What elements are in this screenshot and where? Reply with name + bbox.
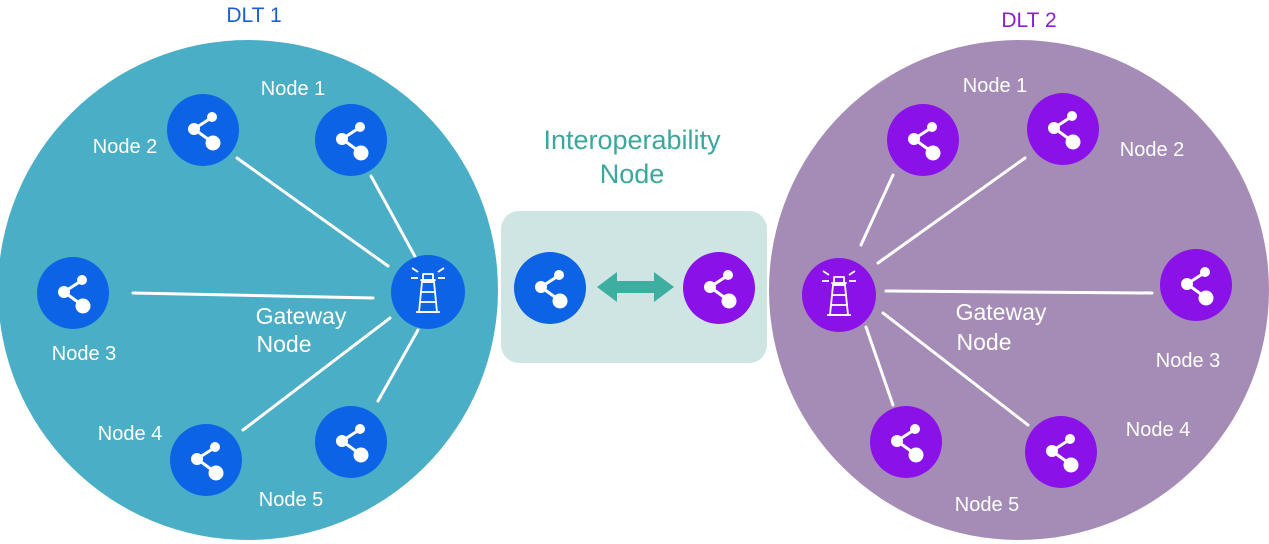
- dlt1-edge-node1: [369, 174, 420, 264]
- double-arrow-icon: [597, 272, 674, 302]
- dlt1-edge-node5: [376, 328, 420, 403]
- dlt2-node-4-label: Node 4: [1126, 419, 1191, 441]
- dlt2-gateway-node[interactable]: Gateway Node: [802, 258, 1047, 355]
- dlt1-node-3-circle: [37, 257, 109, 329]
- interop-title-line2: Node: [600, 159, 665, 189]
- dlt2-gateway-label-line1: Gateway: [956, 299, 1047, 325]
- dlt1-node-5[interactable]: Node 5: [259, 406, 387, 511]
- dlt1-node-4-circle: [170, 424, 242, 496]
- dlt2-node-3[interactable]: Node 3: [1156, 249, 1232, 372]
- dlt1-node-2[interactable]: Node 2: [93, 94, 239, 166]
- dlt1-node-3[interactable]: Node 3: [37, 257, 116, 365]
- dlt2-node-2[interactable]: Node 2: [1027, 93, 1184, 165]
- dlt2-node-3-label: Node 3: [1156, 350, 1221, 372]
- dlt2-node-2-circle: [1027, 93, 1099, 165]
- interop-title-line1: Interoperability: [543, 125, 721, 155]
- dlt1-node-5-label: Node 5: [259, 489, 324, 511]
- dlt2-title: DLT 2: [1001, 9, 1056, 32]
- dlt2-node-2-label: Node 2: [1120, 139, 1185, 161]
- interop-right-node[interactable]: [683, 252, 755, 324]
- dlt2-node-5-circle: [870, 406, 942, 478]
- dlt1-node-1-label: Node 1: [261, 78, 326, 100]
- dlt2-edge-node3: [884, 289, 1154, 295]
- dlt2-node-1[interactable]: Node 1: [887, 75, 1027, 176]
- dlt2-node-5[interactable]: Node 5: [870, 406, 1019, 516]
- dlt2-edge-node1: [859, 173, 895, 247]
- dlt2-node-1-circle: [887, 104, 959, 176]
- dlt1-gateway-label-line1: Gateway: [256, 303, 347, 329]
- dlt1-edges: [131, 156, 420, 432]
- dlt1-gateway-node[interactable]: Gateway Node: [256, 255, 465, 357]
- dlt1-node-2-circle: [167, 94, 239, 166]
- dlt1-node-4[interactable]: Node 4: [98, 423, 242, 496]
- dlt2-node-1-label: Node 1: [963, 75, 1028, 97]
- dlt2-node-4[interactable]: Node 4: [1025, 416, 1190, 488]
- dlt1-node-2-label: Node 2: [93, 136, 158, 158]
- dlt2-node-4-circle: [1025, 416, 1097, 488]
- dlt2-node-3-circle: [1160, 249, 1232, 321]
- dlt2-edge-node5: [864, 325, 895, 407]
- dlt1-node-3-label: Node 3: [52, 343, 117, 365]
- interop-left-node[interactable]: [514, 252, 586, 324]
- dlt1-title: DLT 1: [226, 4, 281, 27]
- dlt2-gateway-label-line2: Node: [957, 329, 1012, 355]
- dlt1-edge-node3: [131, 291, 375, 300]
- dlt2-edge-node4: [881, 311, 1030, 427]
- dlt1-node-1-circle: [315, 104, 387, 176]
- dlt2-edges: [859, 156, 1154, 427]
- dlt2-node-5-label: Node 5: [955, 494, 1020, 516]
- dlt1-node-1[interactable]: Node 1: [261, 78, 387, 176]
- dlt1-edge-node4: [241, 316, 392, 432]
- dlt2-edge-node2: [876, 156, 1027, 265]
- interop-right-circle: [683, 252, 755, 324]
- interop-left-circle: [514, 252, 586, 324]
- dlt1-gateway-label-line2: Node: [257, 331, 312, 357]
- dlt1-edge-node2: [235, 156, 390, 268]
- dlt1-node-4-label: Node 4: [98, 423, 163, 445]
- dlt1-node-5-circle: [315, 406, 387, 478]
